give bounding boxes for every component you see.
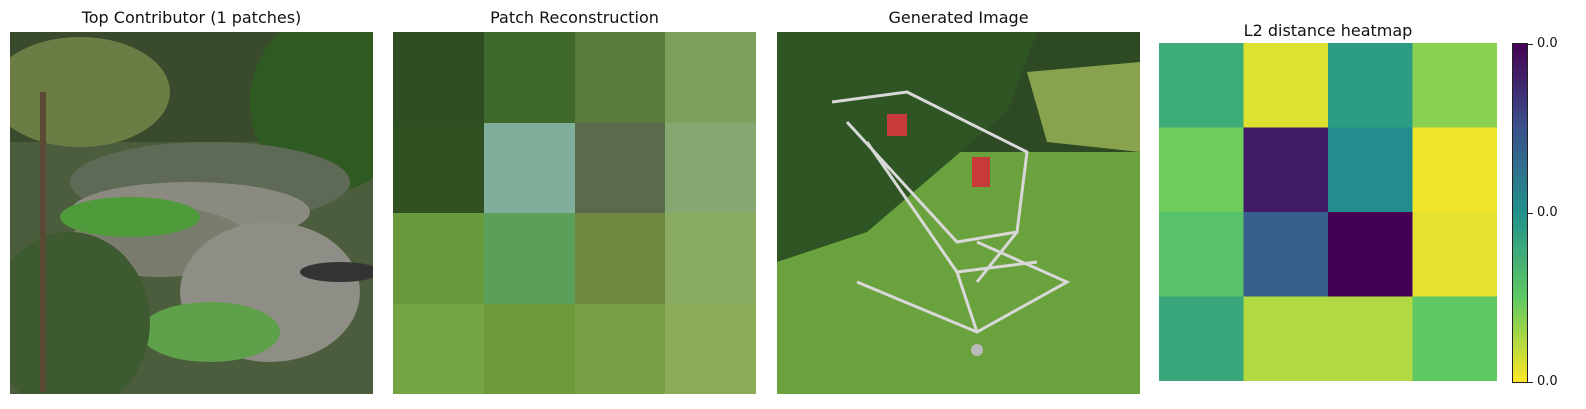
- patch-tile: [393, 303, 484, 394]
- heatmap-cell: [1328, 212, 1413, 297]
- heatmap-chart: [1159, 43, 1498, 382]
- heatmap-cell: [1243, 296, 1329, 382]
- patch-tile: [665, 32, 756, 123]
- colorbar-tick: [1528, 44, 1533, 45]
- generated-image-title: Generated Image: [888, 8, 1029, 27]
- patch-tile: [665, 122, 756, 213]
- patch-tile: [483, 32, 575, 123]
- patch-tile: [483, 213, 575, 304]
- patch-tile: [665, 303, 756, 394]
- patch-tile: [483, 122, 575, 213]
- heatmap-cell: [1243, 212, 1329, 297]
- heatmap-cell: [1243, 43, 1329, 128]
- generated-image: [777, 32, 1140, 394]
- colorbar-tick-label-bottom: 0.0: [1537, 374, 1558, 389]
- heatmap-cell: [1328, 296, 1413, 382]
- heatmap-cell: [1159, 296, 1244, 382]
- patch-tile: [393, 213, 484, 304]
- colorbar-tick-label-mid: 0.0: [1537, 205, 1558, 220]
- patch-tile: [574, 122, 666, 213]
- patch-tile: [393, 32, 484, 123]
- colorbar-tick: [1528, 382, 1533, 383]
- heatmap-cell: [1243, 127, 1329, 213]
- top-contributor-image: [10, 32, 373, 394]
- heatmap-cell: [1328, 127, 1413, 213]
- patch-tile: [574, 213, 666, 304]
- heatmap-title: L2 distance heatmap: [1243, 21, 1413, 40]
- heatmap-cell: [1159, 212, 1244, 297]
- colorbar-tick-label-top: 0.0: [1537, 36, 1558, 51]
- heatmap-cell: [1159, 43, 1244, 128]
- colorbar: [1512, 43, 1528, 383]
- patch-tile: [483, 303, 575, 394]
- colorbar-tick: [1528, 213, 1533, 214]
- heatmap-cell: [1412, 43, 1498, 128]
- patch-tile: [574, 303, 666, 394]
- heatmap-cell: [1412, 127, 1498, 213]
- heatmap-cell: [1412, 296, 1498, 382]
- patch-tile: [393, 122, 484, 213]
- heatmap-cell: [1412, 212, 1498, 297]
- patch-tile: [665, 213, 756, 304]
- heatmap-cell: [1159, 127, 1244, 213]
- top-contributor-title: Top Contributor (1 patches): [81, 8, 302, 27]
- patch-reconstruction-title: Patch Reconstruction: [490, 8, 659, 27]
- patch-reconstruction-grid: [393, 32, 756, 394]
- patch-tile: [574, 32, 666, 123]
- heatmap-cell: [1328, 43, 1413, 128]
